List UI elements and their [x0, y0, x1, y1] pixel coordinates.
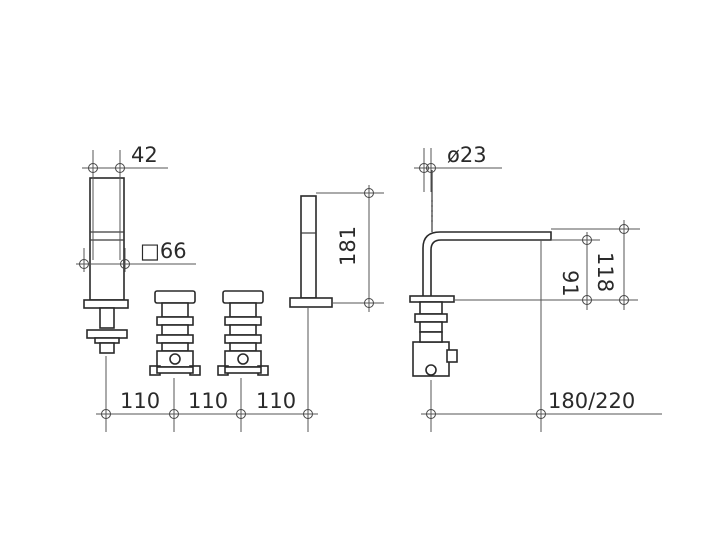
hand-shower — [289, 195, 333, 308]
valve-left — [149, 290, 201, 376]
handle-assembly — [83, 177, 129, 354]
dim-spout-reach: 180/220 — [421, 240, 662, 432]
dim-label-110-a: 110 — [120, 389, 160, 413]
dim-label-181: 181 — [336, 226, 360, 266]
dim-label-110-b: 110 — [188, 389, 228, 413]
spout — [409, 170, 638, 377]
dim-label-42: 42 — [131, 143, 158, 167]
dim-label-110-c: 110 — [256, 389, 296, 413]
dim-handshower-height: 181 — [316, 185, 384, 312]
dim-square: □66 — [76, 239, 196, 272]
dim-top-width: 42 — [82, 143, 168, 260]
dim-label-66: □66 — [140, 239, 187, 263]
dim-spout-heights: 91 118 — [551, 220, 640, 310]
valve-right — [217, 290, 269, 376]
dim-pitch-line: 110 110 110 — [96, 307, 318, 432]
dim-label-180-220: 180/220 — [548, 389, 635, 413]
handle-body — [89, 177, 125, 301]
dim-label-91: 91 — [558, 270, 582, 297]
dim-spout-diameter: ø23 — [414, 143, 502, 192]
dim-label-23: ø23 — [447, 143, 487, 167]
dim-label-118: 118 — [593, 252, 617, 292]
